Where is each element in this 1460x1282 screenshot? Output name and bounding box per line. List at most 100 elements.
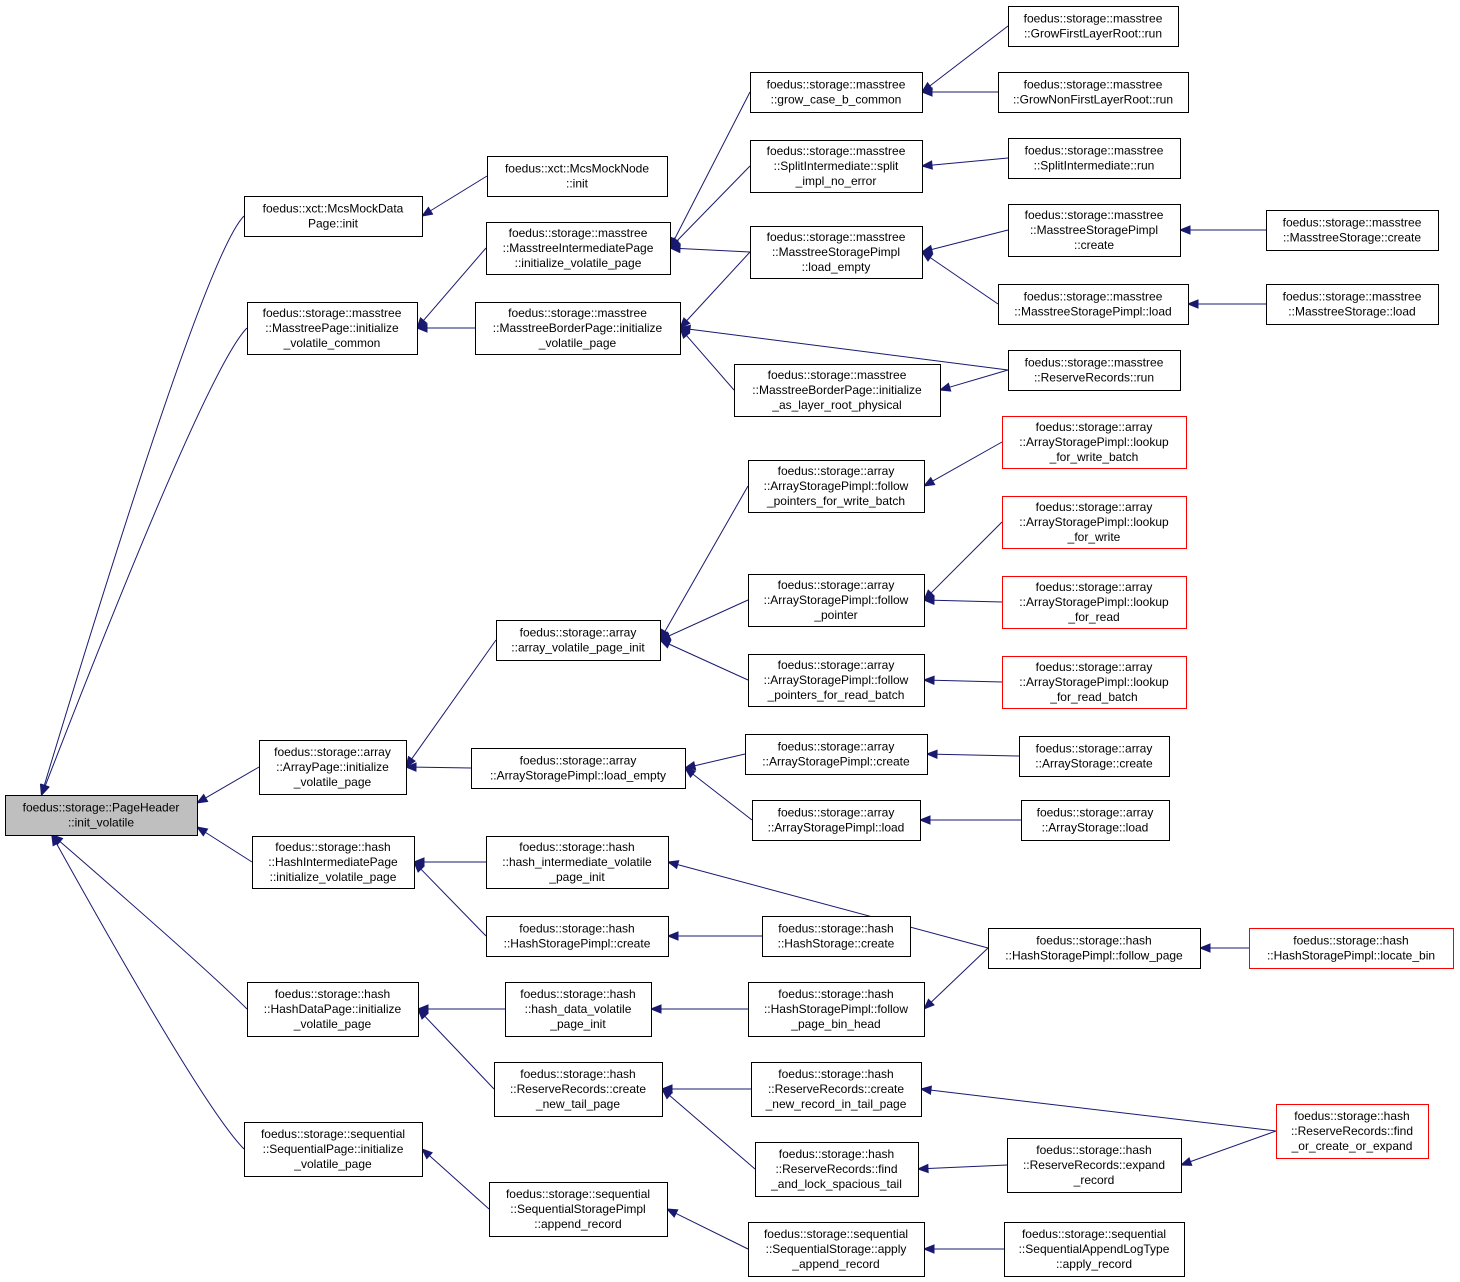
- node-followbin[interactable]: foedus::storage::hash::HashStoragePimpl:…: [748, 982, 925, 1037]
- node-arrscreate[interactable]: foedus::storage::array::ArrayStorage::cr…: [1019, 736, 1170, 777]
- node-box-followp[interactable]: [748, 574, 925, 627]
- node-hashscreate[interactable]: foedus::storage::hash::HashStorage::crea…: [762, 916, 911, 957]
- node-box-arrpcreate[interactable]: [745, 734, 928, 775]
- node-box-mcsnode[interactable]: [487, 156, 668, 197]
- node-box-arrpage[interactable]: [259, 740, 407, 795]
- node-rrexpand[interactable]: foedus::storage::hash::ReserveRecords::e…: [1007, 1138, 1182, 1193]
- node-rrfindlock[interactable]: foedus::storage::hash::ReserveRecords::f…: [755, 1142, 919, 1197]
- node-box-lookupw[interactable]: [1002, 496, 1187, 549]
- node-rrfindcreate[interactable]: foedus::storage::hash::ReserveRecords::f…: [1276, 1104, 1429, 1159]
- node-arrpage[interactable]: foedus::storage::array::ArrayPage::initi…: [259, 740, 407, 795]
- node-box-lookupr[interactable]: [1002, 576, 1187, 629]
- node-box-mtpimplload[interactable]: [998, 284, 1189, 325]
- node-grownonfirst[interactable]: foedus::storage::masstree::GrowNonFirstL…: [998, 72, 1189, 113]
- node-box-arrvolinit[interactable]: [496, 620, 661, 661]
- node-box-arrsload[interactable]: [1021, 800, 1170, 841]
- node-box-followbin[interactable]: [748, 982, 925, 1037]
- node-box-hashdatavol[interactable]: [505, 982, 652, 1037]
- node-box-rrexpand[interactable]: [1007, 1138, 1182, 1193]
- node-box-lookuprb[interactable]: [1002, 656, 1187, 709]
- node-hashdata[interactable]: foedus::storage::hash::HashDataPage::ini…: [247, 982, 419, 1037]
- node-box-mtinter[interactable]: [486, 222, 671, 275]
- node-box-hashscreate[interactable]: [762, 916, 911, 957]
- node-arrsload[interactable]: foedus::storage::array::ArrayStorage::lo…: [1021, 800, 1170, 841]
- node-box-mtstload[interactable]: [1266, 284, 1439, 325]
- node-box-mtstcreate[interactable]: [1266, 210, 1439, 251]
- node-splitrun[interactable]: foedus::storage::masstree::SplitIntermed…: [1008, 138, 1181, 179]
- node-arrloadempty[interactable]: foedus::storage::array::ArrayStoragePimp…: [471, 748, 686, 789]
- node-seqpage[interactable]: foedus::storage::sequential::SequentialP…: [244, 1122, 423, 1177]
- node-mtpimplcreate[interactable]: foedus::storage::masstree::MasstreeStora…: [1008, 204, 1181, 257]
- node-box-mtlayerroot[interactable]: [734, 364, 941, 417]
- node-seqapply[interactable]: foedus::storage::sequential::SequentialS…: [748, 1222, 925, 1277]
- node-followrb[interactable]: foedus::storage::array::ArrayStoragePimp…: [748, 654, 925, 707]
- node-hashdatavol[interactable]: foedus::storage::hash::hash_data_volatil…: [505, 982, 652, 1037]
- node-box-arrloadempty[interactable]: [471, 748, 686, 789]
- node-box-grownonfirst[interactable]: [998, 72, 1189, 113]
- node-lookupwb[interactable]: foedus::storage::array::ArrayStoragePimp…: [1002, 416, 1187, 469]
- node-mtlayerroot[interactable]: foedus::storage::masstree::MasstreeBorde…: [734, 364, 941, 417]
- node-box-locatebin[interactable]: [1249, 928, 1454, 969]
- node-rrnewtail[interactable]: foedus::storage::hash::ReserveRecords::c…: [494, 1062, 663, 1117]
- node-box-rrfindlock[interactable]: [755, 1142, 919, 1197]
- node-box-followwb[interactable]: [748, 460, 925, 513]
- node-seqlog[interactable]: foedus::storage::sequential::SequentialA…: [1004, 1222, 1185, 1277]
- node-box-mtborder[interactable]: [475, 302, 681, 355]
- node-box-rrnewrec[interactable]: [751, 1062, 922, 1117]
- node-box-growfirst[interactable]: [1008, 6, 1179, 47]
- node-box-followrb[interactable]: [748, 654, 925, 707]
- node-arrpload[interactable]: foedus::storage::array::ArrayStoragePimp…: [752, 800, 921, 841]
- node-box-rrfindcreate[interactable]: [1276, 1104, 1429, 1159]
- node-box-hashpcreate[interactable]: [486, 916, 669, 957]
- node-hashfollow[interactable]: foedus::storage::hash::HashStoragePimpl:…: [988, 928, 1201, 969]
- node-mtstcreate[interactable]: foedus::storage::masstree::MasstreeStora…: [1266, 210, 1439, 251]
- node-mcsnode[interactable]: foedus::xct::McsMockNode::init: [487, 156, 668, 197]
- node-growcase[interactable]: foedus::storage::masstree::grow_case_b_c…: [750, 72, 923, 113]
- node-mtinter[interactable]: foedus::storage::masstree::MasstreeInter…: [486, 222, 671, 275]
- node-box-hashfollow[interactable]: [988, 928, 1201, 969]
- node-arrpcreate[interactable]: foedus::storage::array::ArrayStoragePimp…: [745, 734, 928, 775]
- node-box-mtpage[interactable]: [247, 302, 418, 355]
- node-box-root[interactable]: [5, 795, 198, 836]
- node-hashinter[interactable]: foedus::storage::hash::HashIntermediateP…: [252, 836, 415, 889]
- node-box-rrnewtail[interactable]: [494, 1062, 663, 1117]
- node-mtloadempty[interactable]: foedus::storage::masstree::MasstreeStora…: [750, 226, 923, 279]
- node-lookupw[interactable]: foedus::storage::array::ArrayStoragePimp…: [1002, 496, 1187, 549]
- node-splitimpl[interactable]: foedus::storage::masstree::SplitIntermed…: [750, 140, 923, 193]
- node-locatebin[interactable]: foedus::storage::hash::HashStoragePimpl:…: [1249, 928, 1454, 969]
- node-box-mtloadempty[interactable]: [750, 226, 923, 279]
- node-mtpimplload[interactable]: foedus::storage::masstree::MasstreeStora…: [998, 284, 1189, 325]
- node-seqappend[interactable]: foedus::storage::sequential::SequentialS…: [489, 1182, 668, 1237]
- node-box-seqapply[interactable]: [748, 1222, 925, 1277]
- node-arrvolinit[interactable]: foedus::storage::array::array_volatile_p…: [496, 620, 661, 661]
- node-mtreserve[interactable]: foedus::storage::masstree::ReserveRecord…: [1008, 350, 1181, 391]
- node-followwb[interactable]: foedus::storage::array::ArrayStoragePimp…: [748, 460, 925, 513]
- node-growfirst[interactable]: foedus::storage::masstree::GrowFirstLaye…: [1008, 6, 1179, 47]
- node-lookupr[interactable]: foedus::storage::array::ArrayStoragePimp…: [1002, 576, 1187, 629]
- node-followp[interactable]: foedus::storage::array::ArrayStoragePimp…: [748, 574, 925, 627]
- node-box-mtpimplcreate[interactable]: [1008, 204, 1181, 257]
- node-mtpage[interactable]: foedus::storage::masstree::MasstreePage:…: [247, 302, 418, 355]
- node-hashintervol[interactable]: foedus::storage::hash::hash_intermediate…: [486, 836, 669, 889]
- node-mtstload[interactable]: foedus::storage::masstree::MasstreeStora…: [1266, 284, 1439, 325]
- node-box-hashinter[interactable]: [252, 836, 415, 889]
- node-hashpcreate[interactable]: foedus::storage::hash::HashStoragePimpl:…: [486, 916, 669, 957]
- node-box-mtreserve[interactable]: [1008, 350, 1181, 391]
- node-box-mcsdata[interactable]: [244, 196, 423, 237]
- node-box-lookupwb[interactable]: [1002, 416, 1187, 469]
- node-rrnewrec[interactable]: foedus::storage::hash::ReserveRecords::c…: [751, 1062, 922, 1117]
- node-box-seqappend[interactable]: [489, 1182, 668, 1237]
- node-box-splitimpl[interactable]: [750, 140, 923, 193]
- node-box-growcase[interactable]: [750, 72, 923, 113]
- node-box-seqlog[interactable]: [1004, 1222, 1185, 1277]
- node-box-splitrun[interactable]: [1008, 138, 1181, 179]
- node-root[interactable]: foedus::storage::PageHeader::init_volati…: [5, 795, 198, 836]
- node-box-seqpage[interactable]: [244, 1122, 423, 1177]
- node-mtborder[interactable]: foedus::storage::masstree::MasstreeBorde…: [475, 302, 681, 355]
- node-box-arrscreate[interactable]: [1019, 736, 1170, 777]
- node-lookuprb[interactable]: foedus::storage::array::ArrayStoragePimp…: [1002, 656, 1187, 709]
- node-box-arrpload[interactable]: [752, 800, 921, 841]
- node-box-hashintervol[interactable]: [486, 836, 669, 889]
- node-box-hashdata[interactable]: [247, 982, 419, 1037]
